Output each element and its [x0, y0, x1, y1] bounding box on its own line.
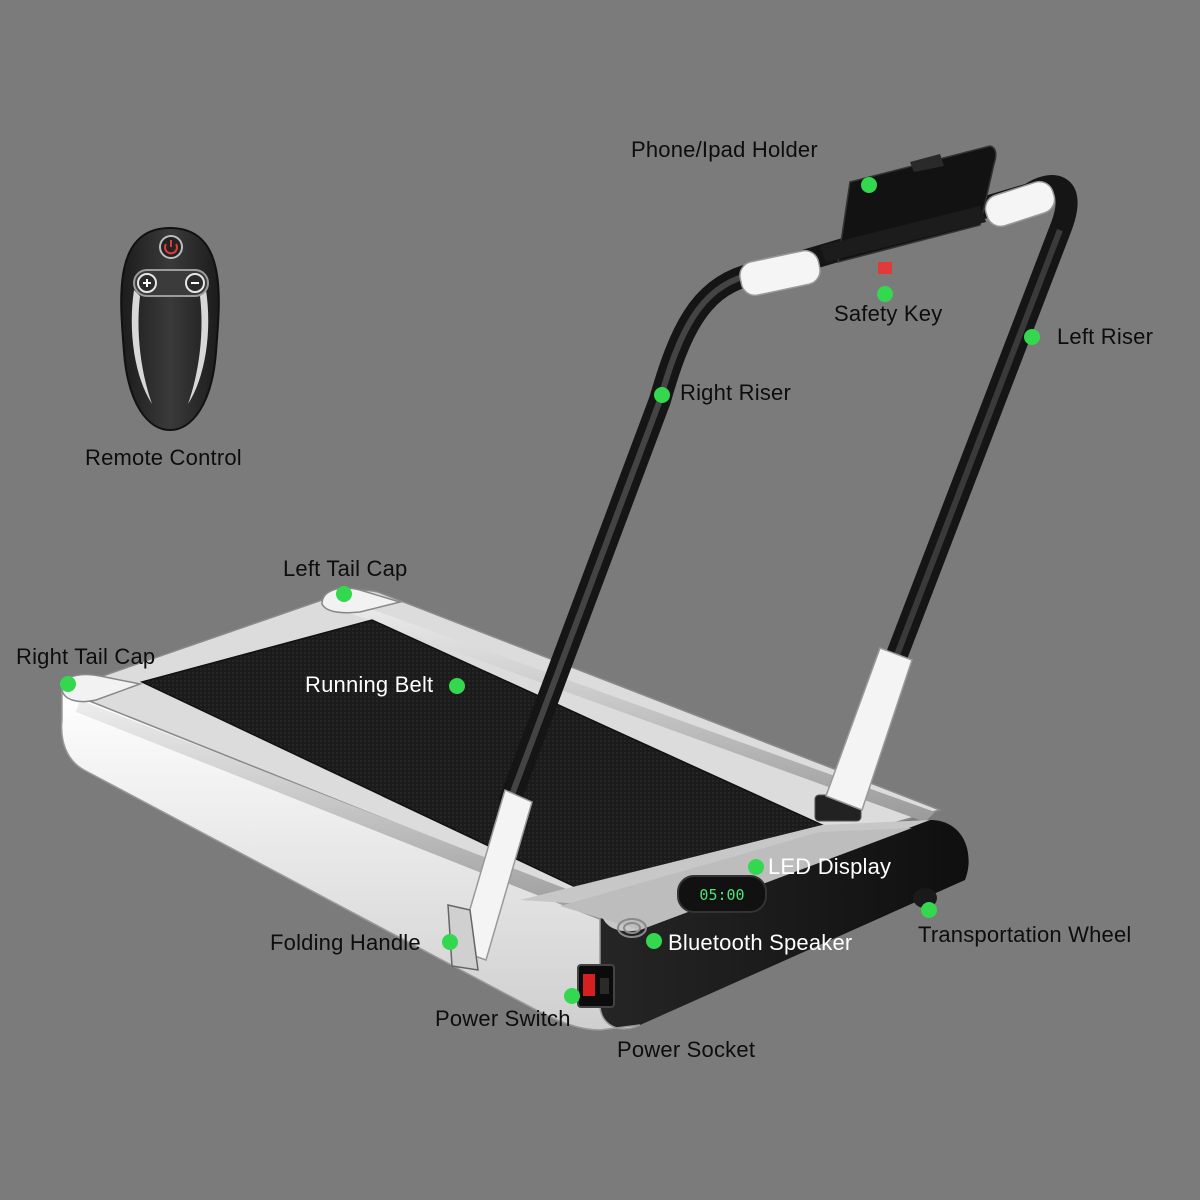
label-phone-holder: Phone/Ipad Holder	[631, 137, 818, 162]
label-bluetooth-speaker: Bluetooth Speaker	[668, 930, 853, 955]
safety-key-shape	[878, 262, 892, 274]
tablet-holder	[820, 145, 997, 274]
remote-control	[120, 226, 220, 432]
handrail-frame	[447, 175, 1078, 971]
label-right-riser: Right Riser	[680, 380, 792, 405]
label-led-display: LED Display	[768, 854, 892, 879]
speaker-grill	[617, 918, 647, 938]
minus-icon	[185, 273, 205, 293]
marker-folding-handle	[442, 934, 458, 950]
marker-running-belt	[449, 678, 465, 694]
label-left-tail-cap: Left Tail Cap	[283, 556, 408, 581]
label-power-switch: Power Switch	[435, 1006, 571, 1031]
label-power-socket: Power Socket	[617, 1037, 756, 1062]
marker-bluetooth-speaker	[646, 933, 662, 949]
marker-right-riser	[654, 387, 670, 403]
marker-safety-key	[877, 286, 893, 302]
treadmill-base: 05:00	[59, 587, 969, 1031]
marker-power-switch	[564, 988, 580, 1004]
power-module	[577, 964, 615, 1008]
label-right-tail-cap: Right Tail Cap	[16, 644, 156, 669]
led-display-panel: 05:00	[677, 875, 767, 913]
marker-left-riser	[1024, 329, 1040, 345]
marker-led-display	[748, 859, 764, 875]
marker-phone-holder	[861, 177, 877, 193]
power-icon	[159, 235, 183, 259]
plus-icon	[137, 273, 157, 293]
label-safety-key: Safety Key	[834, 301, 943, 326]
led-readout: 05:00	[699, 886, 744, 904]
label-running-belt: Running Belt	[305, 672, 434, 697]
marker-left-tail-cap	[336, 586, 352, 602]
label-left-riser: Left Riser	[1057, 324, 1154, 349]
marker-right-tail-cap	[60, 676, 76, 692]
remote-control-label: Remote Control	[85, 445, 242, 470]
label-folding-handle: Folding Handle	[270, 930, 421, 955]
label-transportation-wheel: Transportation Wheel	[918, 922, 1132, 947]
marker-transportation-wheel	[921, 902, 937, 918]
